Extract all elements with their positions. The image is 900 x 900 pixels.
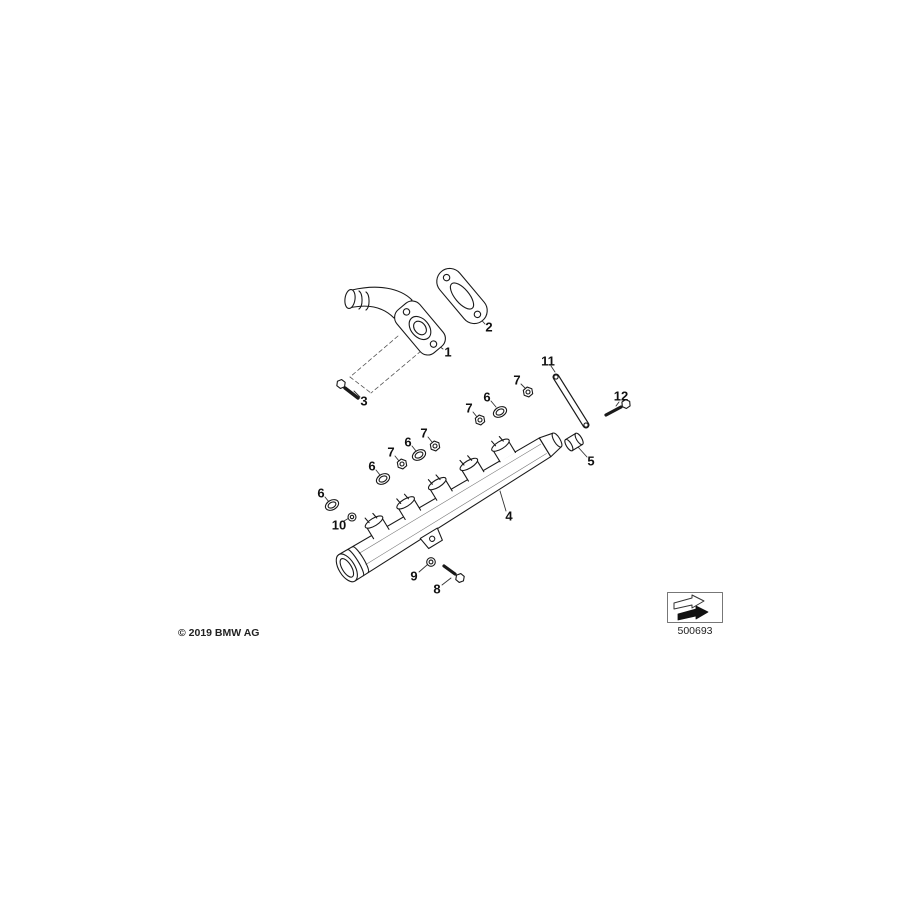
part-7-nut bbox=[429, 440, 441, 452]
copyright-text: © 2019 BMW AG bbox=[178, 627, 260, 639]
thumbnail-box[interactable] bbox=[667, 592, 723, 623]
part-9-washer bbox=[426, 557, 436, 567]
part-7-nut bbox=[396, 458, 408, 470]
page-forward-icon bbox=[673, 594, 709, 621]
part-12-screw bbox=[604, 398, 631, 417]
part-7-nut bbox=[522, 386, 534, 398]
manifold-port bbox=[491, 435, 516, 463]
part-6-o-ring bbox=[375, 473, 391, 485]
part-1-coolant-elbow bbox=[344, 286, 446, 356]
part-6-o-ring bbox=[492, 406, 508, 418]
construction-lines bbox=[349, 335, 422, 394]
part-6-o-ring bbox=[324, 499, 340, 511]
part-10-washer bbox=[347, 512, 357, 522]
part-4-water-manifold bbox=[335, 432, 563, 583]
part-11-stay-rod bbox=[552, 373, 590, 429]
diagram-code: 500693 bbox=[677, 625, 713, 637]
manifold-port bbox=[396, 493, 422, 521]
part-5-plug bbox=[564, 432, 584, 452]
part-7-nut bbox=[474, 414, 486, 426]
part-6-o-ring bbox=[411, 449, 427, 461]
part-2-gasket bbox=[436, 267, 488, 325]
part-8-screw bbox=[442, 564, 465, 583]
part-3-screw bbox=[336, 378, 360, 400]
leader-lines bbox=[324, 313, 620, 586]
manifold-port bbox=[364, 512, 390, 540]
manifold-port bbox=[427, 474, 453, 501]
manifold-port bbox=[459, 455, 485, 482]
